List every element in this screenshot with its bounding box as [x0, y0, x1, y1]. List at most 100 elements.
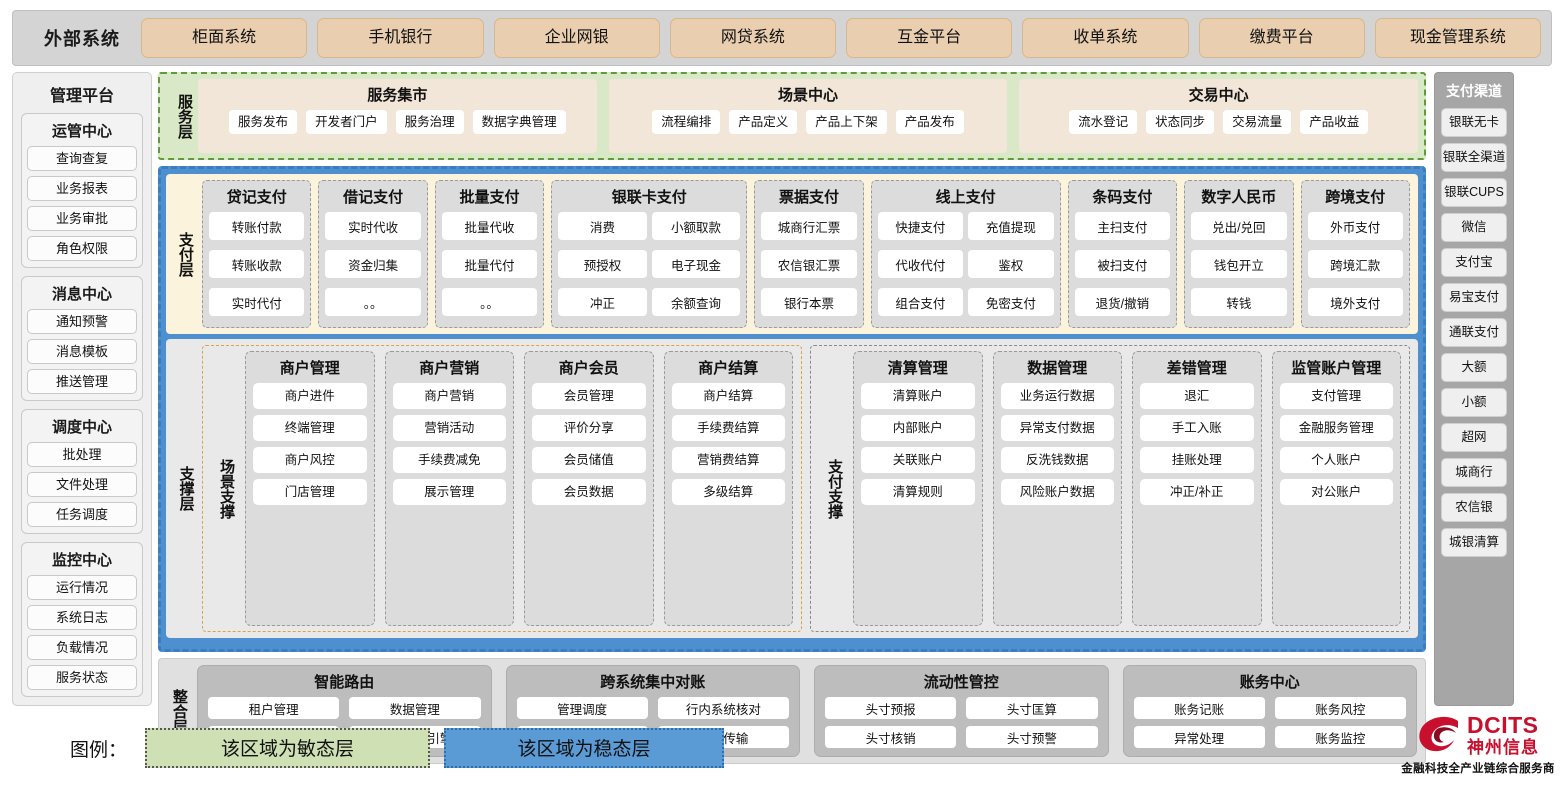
external-system-chip[interactable]: 缴费平台: [1198, 18, 1365, 58]
payment-channel-item[interactable]: 通联支付: [1441, 318, 1507, 347]
payment-channel-item[interactable]: 小额: [1441, 388, 1507, 417]
payment-function-cell[interactable]: 转账收款: [209, 250, 305, 278]
payment-function-cell[interactable]: 充值提现: [968, 212, 1054, 240]
service-capability-chip[interactable]: 产品上下架: [806, 110, 887, 134]
management-menu-item[interactable]: 批处理: [27, 442, 137, 467]
integration-function-cell[interactable]: 头寸核销: [825, 726, 957, 748]
support-function-cell[interactable]: 内部账户: [861, 415, 975, 441]
management-menu-item[interactable]: 运行情况: [27, 575, 137, 600]
support-function-cell[interactable]: 展示管理: [392, 479, 506, 505]
support-function-cell[interactable]: 商户结算: [671, 383, 785, 409]
management-menu-item[interactable]: 系统日志: [27, 605, 137, 630]
payment-function-cell[interactable]: 电子现金: [651, 250, 741, 278]
support-function-cell[interactable]: 商户营销: [392, 383, 506, 409]
support-function-cell[interactable]: 多级结算: [671, 479, 785, 505]
payment-channel-item[interactable]: 银联无卡: [1441, 108, 1507, 137]
payment-channel-item[interactable]: 易宝支付: [1441, 283, 1507, 312]
support-function-cell[interactable]: 业务运行数据: [1000, 383, 1114, 409]
management-menu-item[interactable]: 任务调度: [27, 502, 137, 527]
service-capability-chip[interactable]: 开发者门户: [306, 110, 387, 134]
external-system-chip[interactable]: 网贷系统: [669, 18, 836, 58]
support-function-cell[interactable]: 反洗钱数据: [1000, 447, 1114, 473]
service-capability-chip[interactable]: 流程编排: [652, 110, 721, 134]
management-menu-item[interactable]: 业务审批: [27, 206, 137, 231]
payment-function-cell[interactable]: 外币支付: [1307, 212, 1403, 240]
payment-function-cell[interactable]: 余额查询: [651, 288, 741, 316]
external-system-chip[interactable]: 收单系统: [1022, 18, 1189, 58]
external-system-chip[interactable]: 现金管理系统: [1374, 18, 1541, 58]
support-function-cell[interactable]: 挂账处理: [1140, 447, 1254, 473]
payment-function-cell[interactable]: 批量代付: [441, 250, 538, 278]
support-function-cell[interactable]: 终端管理: [253, 415, 367, 441]
integration-function-cell[interactable]: 账务风控: [1274, 697, 1406, 719]
external-system-chip[interactable]: 柜面系统: [141, 18, 308, 58]
payment-function-cell[interactable]: 预授权: [558, 250, 647, 278]
integration-function-cell[interactable]: 头寸预警: [966, 726, 1098, 748]
support-function-cell[interactable]: 商户风控: [253, 447, 367, 473]
payment-function-cell[interactable]: 银行本票: [761, 288, 857, 316]
payment-channel-item[interactable]: 农信银: [1441, 493, 1507, 522]
support-function-cell[interactable]: 手工入账: [1140, 415, 1254, 441]
integration-function-cell[interactable]: 行内系统核对: [657, 697, 789, 719]
support-function-cell[interactable]: 会员管理: [532, 383, 646, 409]
support-function-cell[interactable]: 会员数据: [532, 479, 646, 505]
support-function-cell[interactable]: 退汇: [1140, 383, 1254, 409]
support-function-cell[interactable]: 金融服务管理: [1279, 415, 1393, 441]
payment-function-cell[interactable]: 小额取款: [651, 212, 741, 240]
support-function-cell[interactable]: 对公账户: [1279, 479, 1393, 505]
payment-function-cell[interactable]: 鉴权: [968, 250, 1054, 278]
integration-function-cell[interactable]: 账务记账: [1133, 697, 1265, 719]
support-function-cell[interactable]: 手续费结算: [671, 415, 785, 441]
payment-channel-item[interactable]: 城银清算: [1441, 528, 1507, 557]
support-function-cell[interactable]: 手续费减免: [392, 447, 506, 473]
payment-function-cell[interactable]: 跨境汇款: [1307, 250, 1403, 278]
payment-function-cell[interactable]: 组合支付: [877, 288, 964, 316]
integration-function-cell[interactable]: 租户管理: [208, 697, 340, 719]
management-menu-item[interactable]: 文件处理: [27, 472, 137, 497]
service-capability-chip[interactable]: 服务治理: [395, 110, 464, 134]
payment-channel-item[interactable]: 银联全渠道: [1441, 143, 1507, 172]
management-menu-item[interactable]: 查询查复: [27, 146, 137, 171]
support-function-cell[interactable]: 营销费结算: [671, 447, 785, 473]
external-system-chip[interactable]: 手机银行: [317, 18, 484, 58]
payment-function-cell[interactable]: 实时代付: [209, 288, 305, 316]
management-menu-item[interactable]: 业务报表: [27, 176, 137, 201]
support-function-cell[interactable]: 门店管理: [253, 479, 367, 505]
support-function-cell[interactable]: 清算规则: [861, 479, 975, 505]
payment-function-cell[interactable]: 消费: [558, 212, 647, 240]
payment-function-cell[interactable]: 境外支付: [1307, 288, 1403, 316]
management-menu-item[interactable]: 通知预警: [27, 309, 137, 334]
payment-function-cell[interactable]: 主扫支付: [1074, 212, 1171, 240]
support-function-cell[interactable]: 个人账户: [1279, 447, 1393, 473]
support-function-cell[interactable]: 异常支付数据: [1000, 415, 1114, 441]
payment-channel-item[interactable]: 银联CUPS: [1441, 178, 1507, 207]
management-menu-item[interactable]: 推送管理: [27, 369, 137, 394]
payment-function-cell[interactable]: 转账付款: [209, 212, 305, 240]
service-capability-chip[interactable]: 流水登记: [1069, 110, 1138, 134]
service-capability-chip[interactable]: 交易流量: [1223, 110, 1292, 134]
payment-function-cell[interactable]: 退货/撤销: [1074, 288, 1171, 316]
payment-function-cell[interactable]: 资金归集: [325, 250, 421, 278]
payment-function-cell[interactable]: 转钱: [1191, 288, 1287, 316]
support-function-cell[interactable]: 商户进件: [253, 383, 367, 409]
support-function-cell[interactable]: 评价分享: [532, 415, 646, 441]
external-system-chip[interactable]: 企业网银: [493, 18, 660, 58]
management-menu-item[interactable]: 服务状态: [27, 665, 137, 690]
integration-function-cell[interactable]: 账务监控: [1274, 726, 1406, 748]
payment-function-cell[interactable]: 。。: [325, 288, 421, 316]
payment-function-cell[interactable]: 批量代收: [441, 212, 538, 240]
service-capability-chip[interactable]: 服务发布: [229, 110, 298, 134]
support-function-cell[interactable]: 清算账户: [861, 383, 975, 409]
support-function-cell[interactable]: 营销活动: [392, 415, 506, 441]
support-function-cell[interactable]: 风险账户数据: [1000, 479, 1114, 505]
payment-function-cell[interactable]: 实时代收: [325, 212, 421, 240]
management-menu-item[interactable]: 负载情况: [27, 635, 137, 660]
payment-channel-item[interactable]: 城商行: [1441, 458, 1507, 487]
integration-function-cell[interactable]: 异常处理: [1133, 726, 1265, 748]
payment-function-cell[interactable]: 代收代付: [877, 250, 964, 278]
payment-function-cell[interactable]: 农信银汇票: [761, 250, 857, 278]
payment-channel-item[interactable]: 超网: [1441, 423, 1507, 452]
payment-channel-item[interactable]: 微信: [1441, 213, 1507, 242]
service-capability-chip[interactable]: 产品定义: [729, 110, 798, 134]
service-capability-chip[interactable]: 产品收益: [1300, 110, 1369, 134]
